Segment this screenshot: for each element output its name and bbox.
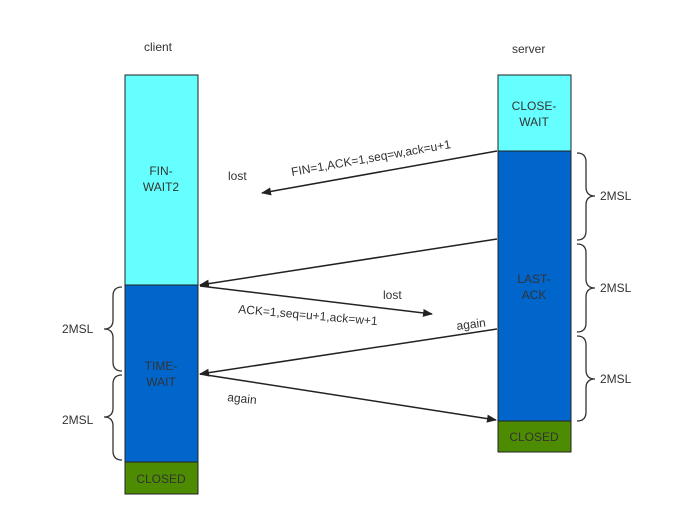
client-time-wait-box <box>124 284 199 463</box>
server-close-wait-label-line1: CLOSE- <box>512 99 557 113</box>
fin-retransmit-arrow <box>199 238 498 288</box>
client-time-wait-label-line2: WAIT <box>146 375 176 389</box>
fin-label: FIN=1,ACK=1,seq=w,ack=u+1 <box>290 137 452 179</box>
client-brace-2-label: 2MSL <box>62 413 94 427</box>
fin-lost-label: lost <box>228 169 247 183</box>
server-last-ack-label-line2: ACK <box>522 288 547 302</box>
server-title: server <box>512 42 545 56</box>
server-last-ack-label-line1: LAST- <box>517 272 550 286</box>
client-brace-2 <box>103 374 123 461</box>
client-brace-1 <box>103 286 123 372</box>
server-close-wait-label-line2: WAIT <box>519 115 549 129</box>
fin-lost-arrow <box>261 150 498 196</box>
server-closed-label: CLOSED <box>509 430 559 444</box>
client-fin-wait2-label-line1: FIN- <box>149 164 172 178</box>
ack-again-label: again <box>227 390 258 407</box>
server-last-ack-box <box>497 150 572 422</box>
client-closed-label: CLOSED <box>136 472 186 486</box>
server-brace-1-label: 2MSL <box>600 189 632 203</box>
server-close-wait-box <box>497 74 572 152</box>
client-fin-wait2-label-line2: WAIT2 <box>143 180 180 194</box>
ack-lost-label: lost <box>383 288 402 302</box>
client-title: client <box>144 40 173 54</box>
client-fin-wait2-box <box>124 74 199 286</box>
server-brace-2 <box>576 243 596 333</box>
fin-again-label: again <box>456 316 487 333</box>
server-brace-3-label: 2MSL <box>600 372 632 386</box>
client-brace-1-label: 2MSL <box>62 322 94 336</box>
client-closed-box <box>124 461 199 495</box>
ack-again-arrow <box>199 373 497 423</box>
server-brace-1 <box>576 152 596 241</box>
server-brace-3 <box>576 335 596 422</box>
ack-lost-arrow <box>199 285 433 317</box>
server-closed-box <box>497 420 572 453</box>
ack-label: ACK=1,seq=u+1,ack=w+1 <box>238 302 379 328</box>
client-time-wait-label-line1: TIME- <box>145 359 178 373</box>
server-brace-2-label: 2MSL <box>600 281 632 295</box>
fin-again-arrow <box>199 328 498 377</box>
